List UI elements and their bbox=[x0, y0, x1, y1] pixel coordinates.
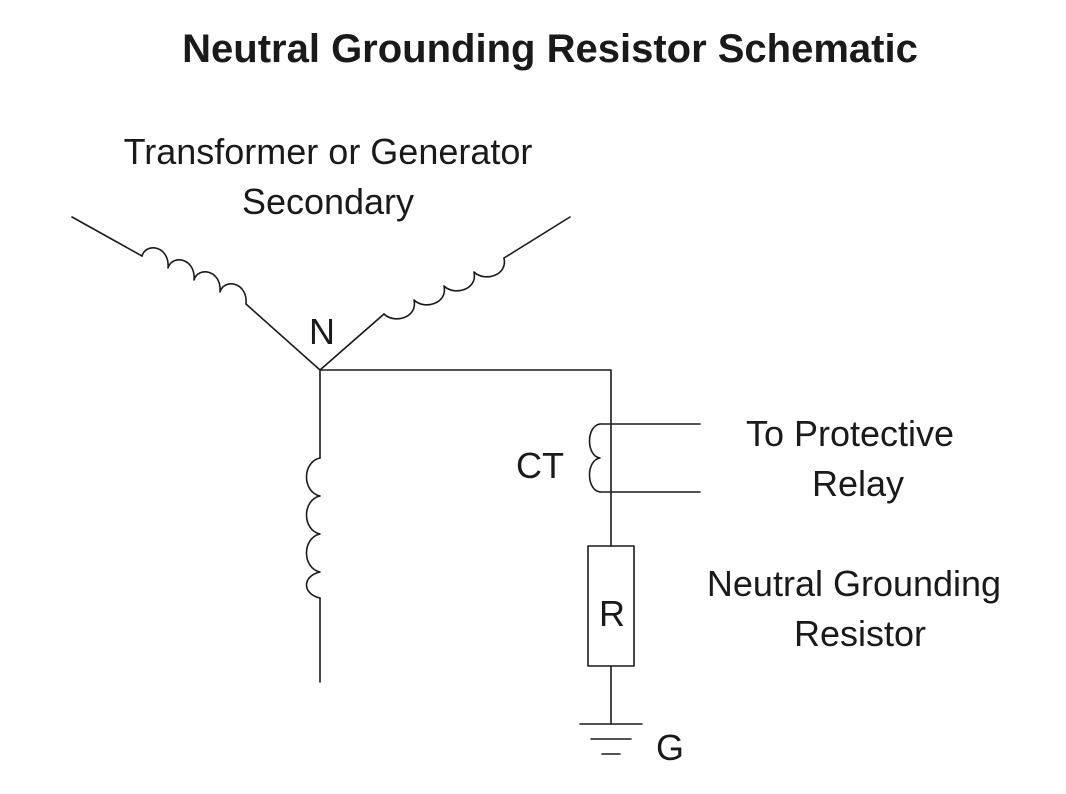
ct-label: CT bbox=[516, 445, 564, 486]
ngr-label-line1: Neutral Grounding bbox=[707, 563, 1001, 604]
right-phase-winding bbox=[319, 216, 571, 371]
left-phase-winding bbox=[71, 216, 321, 371]
source-label-line1: Transformer or Generator bbox=[124, 131, 533, 172]
neutral-conductor bbox=[319, 369, 612, 547]
resistor-label: R bbox=[599, 593, 625, 634]
current-transformer bbox=[588, 423, 701, 493]
bottom-phase-winding bbox=[305, 369, 321, 683]
relay-label-line1: To Protective bbox=[746, 413, 954, 454]
diagram-title: Neutral Grounding Resistor Schematic bbox=[182, 27, 918, 71]
ground-symbol bbox=[579, 665, 643, 755]
neutral-point-label: N bbox=[309, 311, 335, 352]
relay-label-line2: Relay bbox=[812, 463, 904, 504]
ground-label: G bbox=[656, 727, 684, 768]
source-label-line2: Secondary bbox=[242, 181, 414, 222]
ngr-label-line2: Resistor bbox=[794, 613, 926, 654]
